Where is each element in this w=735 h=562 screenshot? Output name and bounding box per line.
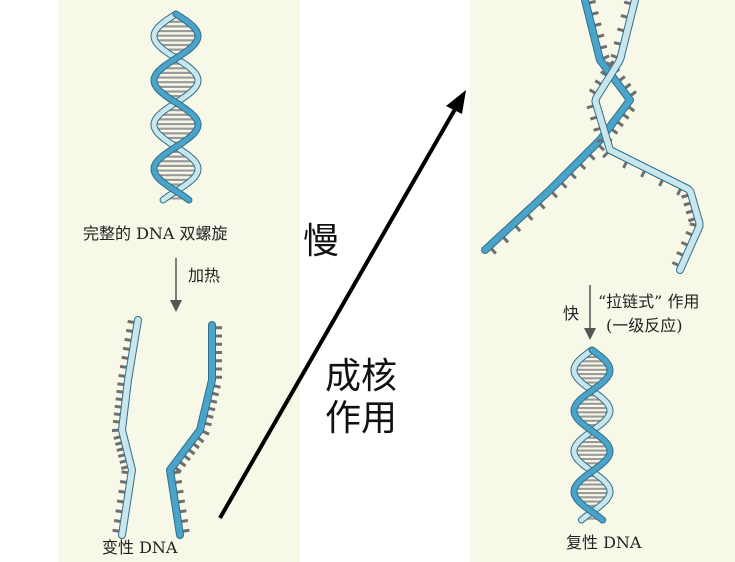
slow-label: 慢 (303, 221, 340, 262)
left-panel (58, 0, 300, 562)
blue-strand (151, 11, 201, 203)
denatured-light-strand (119, 317, 141, 538)
denatured-dna-strands (111, 316, 222, 539)
light-strand (571, 347, 613, 523)
nucleation-label-line2: 作用 (325, 398, 398, 439)
denatured-dna-label: 变性 DNA (102, 538, 178, 557)
blue-strand (571, 347, 613, 523)
zipper-blue-strand (482, 0, 633, 253)
denatured-blue-strand (167, 322, 215, 538)
light-strand-outline (150, 10, 202, 204)
zipper-dna-strands (481, 0, 704, 274)
fast-arrow (584, 285, 596, 340)
zipper-light-strand (592, 0, 703, 273)
renatured-dna-label: 复性 DNA (566, 533, 642, 552)
first-order-label: (一级反应) (606, 316, 683, 335)
heat-arrow (170, 258, 182, 312)
renatured-dna-helix (570, 346, 614, 524)
light-strand (151, 11, 201, 203)
fast-label: 快 (563, 304, 580, 323)
intact-dna-label: 完整的 DNA 双螺旋 (83, 224, 228, 243)
zipper-action-label: “拉链式” 作用 (598, 292, 700, 311)
zipper-light-strand-outline (591, 0, 704, 274)
blue-strand-outline (150, 10, 202, 204)
slow-nucleation-arrow (218, 90, 466, 519)
heat-label: 加热 (188, 266, 221, 285)
nucleation-label-line1: 成核 (325, 356, 398, 397)
intact-dna-helix (150, 10, 202, 204)
